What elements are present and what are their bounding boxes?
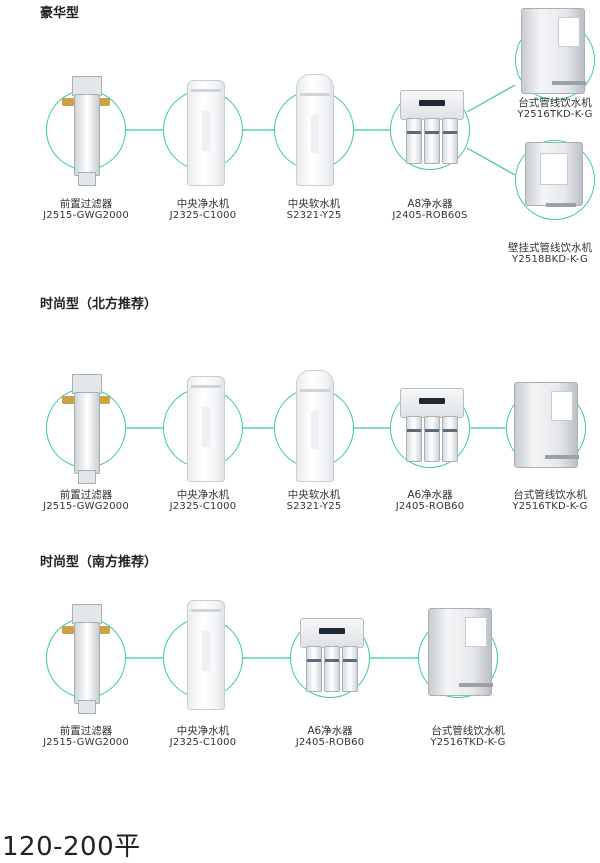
item-name: A6净水器 — [307, 725, 353, 737]
node-desktop-dispenser — [515, 8, 595, 100]
item-name: 壁挂式管线饮水机 — [508, 242, 592, 254]
item-model: J2515-GWG2000 — [43, 501, 129, 512]
node-desktop-dispenser — [506, 382, 586, 468]
item-model: J2405-ROB60 — [395, 501, 465, 512]
item-model: S2321-Y25 — [286, 210, 342, 221]
node-wall-dispenser — [515, 140, 595, 220]
prefilter-icon — [62, 374, 110, 484]
ro-purifier-icon — [400, 388, 464, 464]
central-purifier-icon — [187, 376, 225, 482]
wall-dispenser-icon — [525, 142, 583, 207]
node-ro-purifier — [390, 388, 470, 468]
item-label: A6净水器 J2405-ROB60 — [380, 489, 480, 513]
item-name: 台式管线饮水机 — [431, 725, 505, 737]
item-label: A6净水器 J2405-ROB60 — [280, 725, 380, 749]
node-ro-purifier — [390, 90, 470, 170]
item-label: 壁挂式管线饮水机 Y2518BKD-K-G — [495, 242, 600, 266]
item-name: 中央净水机 — [176, 489, 230, 501]
node-central-purifier — [163, 600, 243, 710]
area-range-label: 120-200平 — [2, 832, 141, 862]
section-title-south: 时尚型（南方推荐） — [40, 555, 158, 570]
prefilter-icon — [62, 604, 110, 714]
item-label: 台式管线饮水机 Y2516TKD-K-G — [500, 489, 600, 513]
item-label: 中央净水机 J2325-C1000 — [153, 725, 253, 749]
water-softener-icon — [296, 74, 334, 186]
item-label: 中央软水机 S2321-Y25 — [264, 489, 364, 513]
item-label: 前置过滤器 J2515-GWG2000 — [36, 725, 136, 749]
node-central-purifier — [163, 376, 243, 482]
item-label: 中央净水机 J2325-C1000 — [153, 198, 253, 222]
node-desktop-dispenser — [418, 608, 498, 698]
item-label: 前置过滤器 J2515-GWG2000 — [36, 489, 136, 513]
item-name: 台式管线饮水机 — [513, 489, 587, 501]
item-model: J2325-C1000 — [169, 737, 237, 748]
central-purifier-icon — [187, 80, 225, 186]
item-model: J2515-GWG2000 — [43, 737, 129, 748]
water-softener-icon — [296, 370, 334, 482]
item-name: 中央软水机 — [287, 489, 341, 501]
item-name: A6净水器 — [407, 489, 453, 501]
prefilter-icon — [62, 76, 110, 186]
ro-purifier-icon — [300, 618, 364, 694]
item-model: J2325-C1000 — [169, 210, 237, 221]
node-water-softener — [274, 74, 354, 186]
item-model: J2325-C1000 — [169, 501, 237, 512]
item-name: 前置过滤器 — [59, 489, 113, 501]
node-prefilter — [46, 374, 126, 484]
item-label: 台式管线饮水机 Y2516TKD-K-G — [413, 725, 523, 749]
node-central-purifier — [163, 80, 243, 186]
desktop-dispenser-icon — [521, 8, 586, 94]
item-name: 前置过滤器 — [59, 198, 113, 210]
item-model: Y2516TKD-K-G — [512, 501, 588, 512]
item-label: 台式管线饮水机 Y2516TKD-K-G — [505, 97, 600, 121]
item-model: J2405-ROB60 — [295, 737, 365, 748]
item-label: 中央软水机 S2321-Y25 — [264, 198, 364, 222]
item-model: J2405-ROB60S — [392, 210, 468, 221]
section-title-north: 时尚型（北方推荐） — [40, 297, 158, 312]
desktop-dispenser-icon — [428, 608, 493, 696]
item-name: 台式管线饮水机 — [518, 97, 592, 109]
node-prefilter — [46, 604, 126, 714]
ro-purifier-icon — [400, 90, 464, 166]
item-name: 中央软水机 — [287, 198, 341, 210]
section-title-luxury: 豪华型 — [40, 6, 80, 21]
item-label: A8净水器 J2405-ROB60S — [380, 198, 480, 222]
item-name: 中央净水机 — [176, 198, 230, 210]
node-prefilter — [46, 76, 126, 186]
item-name: 前置过滤器 — [59, 725, 113, 737]
central-purifier-icon — [187, 600, 225, 710]
item-label: 前置过滤器 J2515-GWG2000 — [36, 198, 136, 222]
item-name: 中央净水机 — [176, 725, 230, 737]
item-model: Y2516TKD-K-G — [517, 109, 593, 120]
node-ro-purifier — [290, 618, 370, 698]
item-name: A8净水器 — [407, 198, 453, 210]
item-model: Y2516TKD-K-G — [430, 737, 506, 748]
item-model: J2515-GWG2000 — [43, 210, 129, 221]
item-model: S2321-Y25 — [286, 501, 342, 512]
node-water-softener — [274, 370, 354, 482]
item-model: Y2518BKD-K-G — [512, 254, 588, 265]
item-label: 中央净水机 J2325-C1000 — [153, 489, 253, 513]
desktop-dispenser-icon — [514, 382, 579, 468]
